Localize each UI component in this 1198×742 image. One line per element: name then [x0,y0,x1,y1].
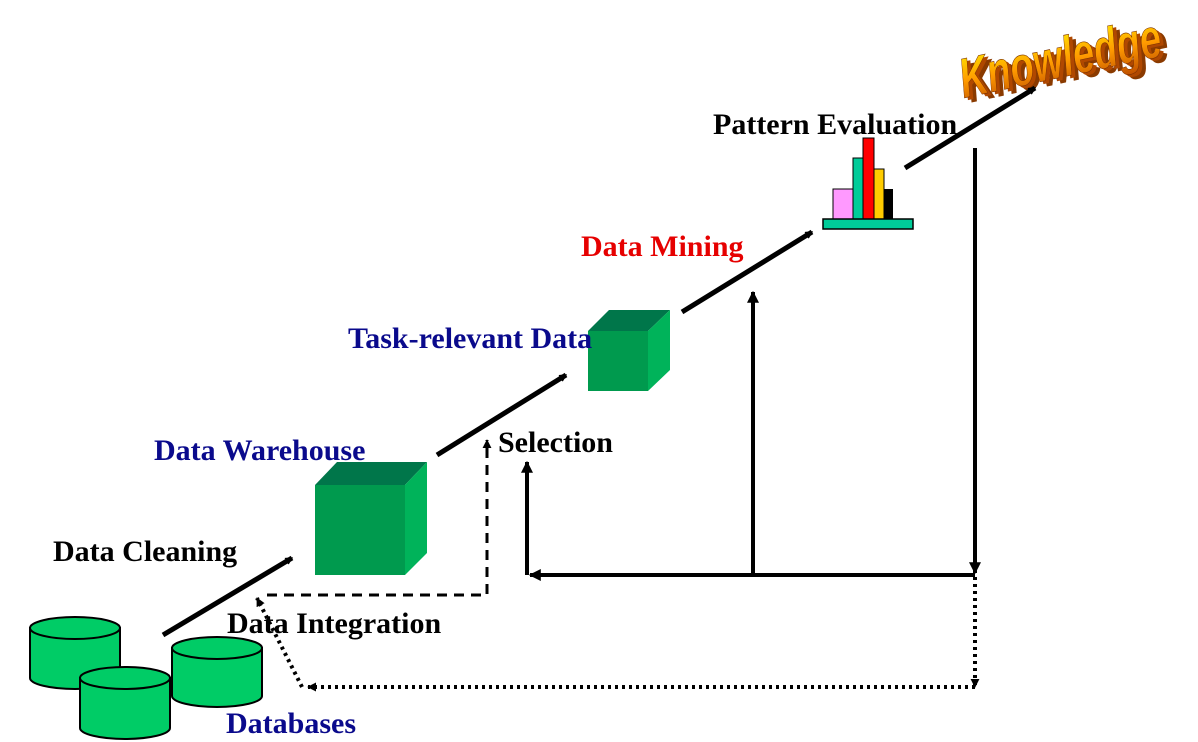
integration-path [267,439,492,597]
arrow-icon [903,85,1035,171]
data-cleaning-label: Data Cleaning [53,535,238,568]
arrow-icon [680,229,812,315]
databases-label: Databases [226,707,357,740]
bar-chart-icon [822,137,914,230]
pattern-evaluation-label: Pattern Evaluation [713,108,958,141]
arrow-icon [435,372,566,458]
process-arrows [161,85,1035,638]
feedback-loop [521,148,981,581]
arrow-icon [161,555,292,638]
dotted-feedback-path [255,577,980,692]
task-relevant-data-label: Task-relevant Data [348,322,593,355]
data-integration-label: Data Integration [227,607,442,640]
knowledge-logo: Knowledge Knowledge Knowledge [953,5,1174,114]
selection-label: Selection [498,426,613,459]
data-mining-label: Data Mining [581,230,744,263]
data-warehouse-label: Data Warehouse [154,434,366,467]
task-relevant-data-cube-icon [588,310,670,391]
data-warehouse-cube-icon [315,462,427,575]
database-icon [29,616,263,740]
